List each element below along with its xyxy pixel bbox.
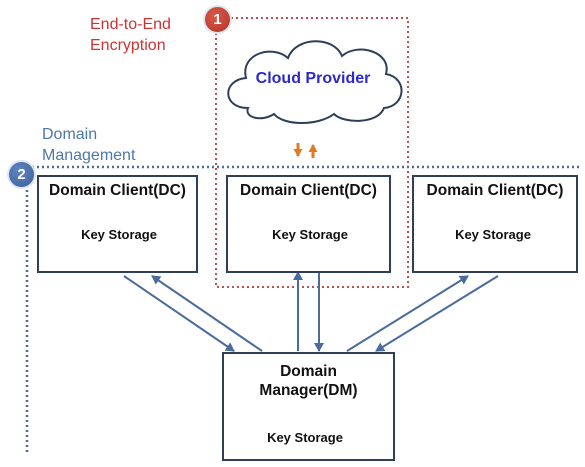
domain-manager-title-line1: Domain [280, 363, 337, 380]
domain-client-box-3: Domain Client(DC) [412, 175, 578, 273]
domain-client-title: Domain Client(DC) [49, 182, 186, 199]
key-storage-label: Key Storage [267, 430, 343, 445]
cloud-provider-label: Cloud Provider [255, 70, 371, 87]
management-title-line1: Domain [42, 126, 98, 143]
management-title-line2: Management [42, 147, 136, 164]
key-storage-label: Key Storage [272, 227, 348, 242]
encryption-title: End-to-End Encryption [90, 14, 171, 56]
connector-left [123, 275, 263, 352]
domain-manager-box: Domain Manager(DM) [222, 352, 395, 461]
management-badge: 2 [7, 160, 36, 189]
key-storage-label: Key Storage [81, 227, 157, 242]
encryption-title-line2: Encryption [90, 37, 166, 54]
connector-right [346, 275, 499, 352]
domain-client-title: Domain Client(DC) [240, 182, 377, 199]
encryption-badge: 1 [203, 5, 232, 34]
management-region-border [25, 165, 582, 452]
domain-client-title: Domain Client(DC) [426, 182, 564, 199]
management-title: Domain Management [42, 124, 135, 166]
domain-client-box-1: Domain Client(DC) [37, 175, 198, 273]
domain-client-box-2: Domain Client(DC) [226, 175, 391, 273]
encryption-region-border [215, 17, 409, 288]
connector-middle [293, 271, 324, 352]
key-storage-label: Key Storage [455, 227, 531, 242]
cloud-shape [227, 40, 403, 124]
encryption-title-line1: End-to-End [90, 16, 171, 33]
domain-manager-title-line2: Manager(DM) [259, 382, 358, 399]
